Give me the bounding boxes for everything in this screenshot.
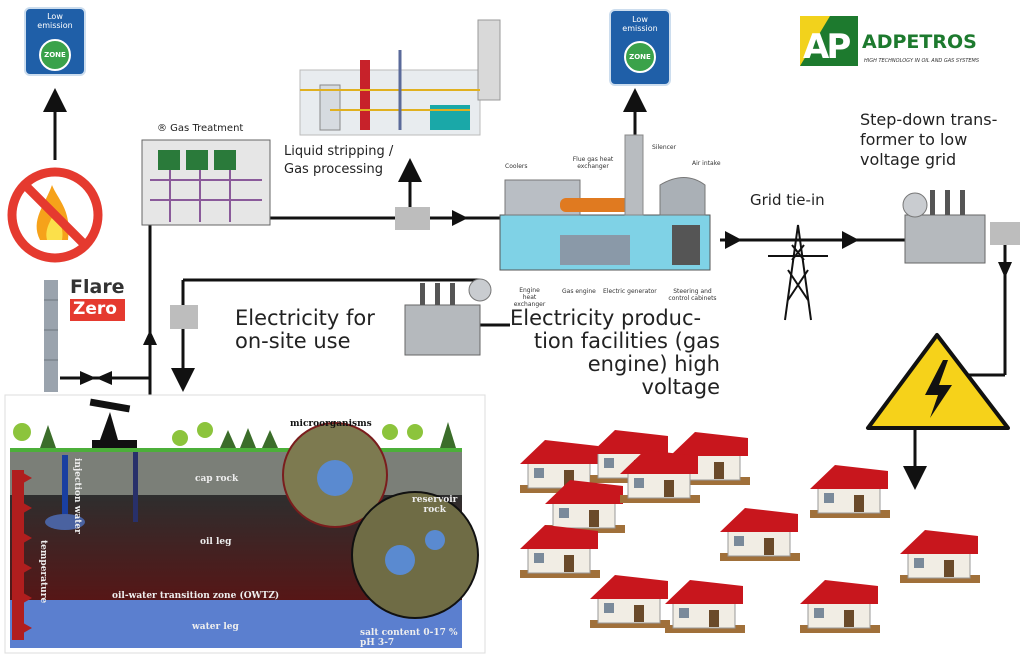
water-leg-label: water leg xyxy=(192,622,239,632)
reservoir-cross-section xyxy=(4,394,486,654)
gas-treatment-label: ® Gas Treatment xyxy=(157,123,244,134)
flare-zero-badge xyxy=(70,299,125,321)
label-line: voltage grid xyxy=(860,150,957,169)
label-line: former to low xyxy=(860,130,968,149)
cap-rock-label: cap rock xyxy=(195,474,239,484)
flow-arrowheads xyxy=(80,210,1012,385)
label-line: tion facilities (gas xyxy=(533,329,720,353)
coolers-label: Coolers xyxy=(505,163,528,170)
house-icon xyxy=(590,575,670,628)
gas-treatment-unit-icon xyxy=(141,139,271,226)
label-line: Liquid stripping / xyxy=(284,144,394,159)
adpetros-logo: AP xyxy=(800,16,858,67)
flare-stack-icon xyxy=(44,280,58,392)
step-down-transformer-icon xyxy=(902,190,986,264)
house-icon xyxy=(800,580,880,633)
label-line: Electricity produc- xyxy=(510,306,702,330)
label-line: on-site use xyxy=(235,329,351,353)
label-line: reservoir xyxy=(412,495,458,505)
logo-name: ADPETROS xyxy=(862,31,977,53)
injection-water-label: injection water xyxy=(72,458,82,534)
silencer-label: Silencer xyxy=(652,144,677,151)
label-line: rock xyxy=(423,505,446,515)
sign-line2: emission xyxy=(622,24,658,33)
engine-heat-label: Engine heat exchanger xyxy=(513,287,546,308)
logo-tagline: HIGH TECHNOLOGY IN OIL AND GAS SYSTEMS xyxy=(864,58,980,64)
label-line: Electricity for xyxy=(235,306,375,330)
sign-line1: Low xyxy=(632,15,648,24)
pumpjack-icon xyxy=(89,398,137,448)
label-line: pH 3-7 xyxy=(360,638,395,648)
house-icon xyxy=(520,525,600,578)
sign-line1: Low xyxy=(47,12,63,21)
air-intake-label: Air intake xyxy=(692,160,721,167)
house-icon xyxy=(810,465,890,518)
zero-word: Zero xyxy=(73,299,117,319)
high-voltage-warning-icon xyxy=(866,333,1010,430)
label-line: engine) high voltage xyxy=(587,352,720,399)
transmission-tower-icon xyxy=(760,224,836,321)
cabinets-label: Steering and control cabinets xyxy=(668,288,717,302)
flare-word: Flare xyxy=(70,276,125,298)
right-sign-zone: ZONE xyxy=(629,53,651,61)
electric-generator-label: Electric generator xyxy=(603,288,657,295)
label-line: salt content 0-17 % xyxy=(360,628,458,638)
houses-group xyxy=(520,430,980,633)
low-emission-sign-left xyxy=(24,7,86,76)
house-icon xyxy=(720,508,800,561)
grid-tie-in-label: Grid tie-in xyxy=(750,191,825,209)
house-icon xyxy=(900,530,980,583)
oil-leg-label: oil leg xyxy=(200,537,232,547)
microorganisms-label: microorganisms xyxy=(290,419,372,429)
salt-content-label: salt content 0-17 %pH 3-7 xyxy=(360,628,458,648)
gas-processing-plant-icon xyxy=(299,19,501,136)
sign-line2: emission xyxy=(37,21,73,30)
trees xyxy=(13,422,456,448)
liquid-stripping-label: Liquid stripping / Gas processing xyxy=(284,143,393,179)
svg-text:AP: AP xyxy=(803,27,850,67)
low-emission-sign-right xyxy=(609,9,671,86)
no-flare-icon xyxy=(7,167,103,263)
meter-boxes xyxy=(170,207,1020,329)
gas-engine-generator-icon xyxy=(499,134,711,271)
flue-gas-label: Flue gas heat exchanger xyxy=(572,156,614,170)
house-icon xyxy=(545,480,625,533)
house-icon xyxy=(665,580,745,633)
temperature-label: temperature xyxy=(38,540,48,604)
owtz-label: oil-water transition zone (OWTZ) xyxy=(112,591,280,601)
house-icon xyxy=(520,440,600,493)
high-voltage-transformer-icon xyxy=(404,278,492,356)
house-icon xyxy=(620,450,700,503)
gas-engine-label: Gas engine xyxy=(562,288,596,295)
left-sign-zone: ZONE xyxy=(44,51,66,59)
label-line: Gas processing xyxy=(284,162,384,177)
label-line: Step-down trans- xyxy=(860,110,998,129)
